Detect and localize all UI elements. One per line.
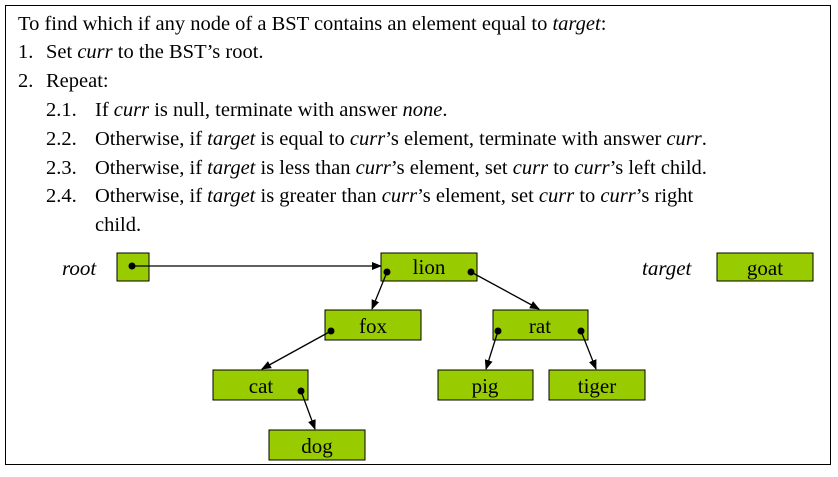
node-cat bbox=[212, 369, 309, 401]
substep-3-part: target bbox=[207, 157, 256, 179]
substep-3-part: is less than bbox=[255, 157, 356, 179]
node-cat-label: cat bbox=[249, 374, 274, 398]
substep-1-part: none bbox=[402, 99, 443, 121]
target-value: goat bbox=[747, 256, 783, 280]
intro-text: To find which if any node of a BST conta… bbox=[18, 13, 553, 35]
substep-4-text: Otherwise, if target is greater than cur… bbox=[95, 184, 693, 208]
intro-line: To find which if any node of a BST conta… bbox=[18, 12, 606, 36]
node-dog bbox=[268, 429, 366, 461]
node-tiger bbox=[548, 369, 646, 401]
edge-lion-fox bbox=[371, 271, 388, 310]
node-dog-label: dog bbox=[301, 434, 333, 458]
substep-4-number: 2.4. bbox=[46, 185, 77, 207]
node-lion-label: lion bbox=[413, 255, 446, 279]
node-rat bbox=[492, 309, 589, 341]
intro-colon: : bbox=[600, 13, 607, 35]
root-label: root bbox=[62, 256, 97, 280]
substep-3-part: ’s left child. bbox=[609, 157, 707, 179]
substep-3-part: curr bbox=[574, 157, 610, 179]
substep-2-part: is equal to bbox=[255, 128, 350, 150]
step-2-text: Repeat: bbox=[46, 69, 109, 93]
step-1-part: to the BST’s root. bbox=[112, 41, 264, 63]
substep-2-number: 2.2. bbox=[46, 128, 77, 150]
substep-3-number: 2.3. bbox=[46, 157, 77, 179]
step-1-part: curr bbox=[77, 41, 113, 63]
substep-3-part: curr bbox=[355, 157, 391, 179]
step-1-number: 1. bbox=[18, 41, 34, 63]
edge-rat-pig bbox=[484, 330, 499, 370]
node-fox-label: fox bbox=[359, 314, 387, 338]
substep-1-part: If bbox=[95, 99, 114, 121]
edge-fox-cat bbox=[261, 330, 332, 370]
node-pig-label: pig bbox=[472, 374, 499, 398]
substep-1-part: is null, terminate with answer bbox=[149, 99, 403, 121]
substep-4-part: Otherwise, if bbox=[95, 185, 208, 207]
substep-4-part: target bbox=[207, 185, 256, 207]
substep-4-part: ’s right bbox=[635, 185, 694, 207]
substep-4-part: curr bbox=[538, 185, 575, 207]
node-lion bbox=[380, 252, 478, 282]
step-2-number: 2. bbox=[18, 70, 34, 92]
substep-3-part: to bbox=[548, 157, 575, 179]
substep-3-part: ’s element, set bbox=[390, 157, 513, 179]
substep-2-part: ’s element, terminate with answer bbox=[385, 128, 667, 150]
substep-2-part: curr bbox=[666, 128, 702, 150]
intro-target: target bbox=[552, 13, 601, 35]
substep-4-part: to bbox=[574, 185, 601, 207]
continuation-text: child. bbox=[95, 214, 142, 236]
substep-2-part: curr bbox=[349, 128, 386, 150]
substep-2-part: target bbox=[207, 128, 256, 150]
substep-4-part: curr bbox=[381, 185, 418, 207]
node-fox bbox=[324, 309, 422, 341]
node-pig bbox=[437, 369, 534, 401]
substep-3-part: Otherwise, if bbox=[95, 157, 208, 179]
step-1-text: Set curr to the BST’s root. bbox=[46, 40, 264, 64]
edge-lion-rat bbox=[470, 271, 540, 310]
substep-2-part: . bbox=[701, 128, 707, 150]
edge-cat-dog bbox=[300, 390, 316, 430]
substep-1-part: . bbox=[442, 99, 448, 121]
node-tiger-label: tiger bbox=[578, 374, 616, 398]
substep-3-text: Otherwise, if target is less than curr’s… bbox=[95, 156, 707, 180]
substep-4-part: curr bbox=[600, 185, 636, 207]
substep-1-number: 2.1. bbox=[46, 99, 77, 121]
target-label: target bbox=[642, 256, 693, 280]
target-box bbox=[716, 252, 814, 282]
substep-1-text: If curr is null, terminate with answer n… bbox=[95, 98, 447, 122]
continuation-line: child. bbox=[95, 213, 141, 237]
substep-1-part: curr bbox=[113, 99, 150, 121]
substep-3-part: curr bbox=[512, 157, 549, 179]
node-rat-label: rat bbox=[529, 314, 551, 338]
edge-rat-tiger bbox=[580, 330, 597, 370]
step-2-part: Repeat: bbox=[46, 70, 109, 92]
step-1-part: Set bbox=[46, 41, 78, 63]
content-frame bbox=[5, 5, 831, 465]
substep-2-part: Otherwise, if bbox=[95, 128, 208, 150]
substep-2-text: Otherwise, if target is equal to curr’s … bbox=[95, 127, 707, 151]
substep-4-part: is greater than bbox=[255, 185, 382, 207]
substep-4-part: ’s element, set bbox=[417, 185, 539, 207]
